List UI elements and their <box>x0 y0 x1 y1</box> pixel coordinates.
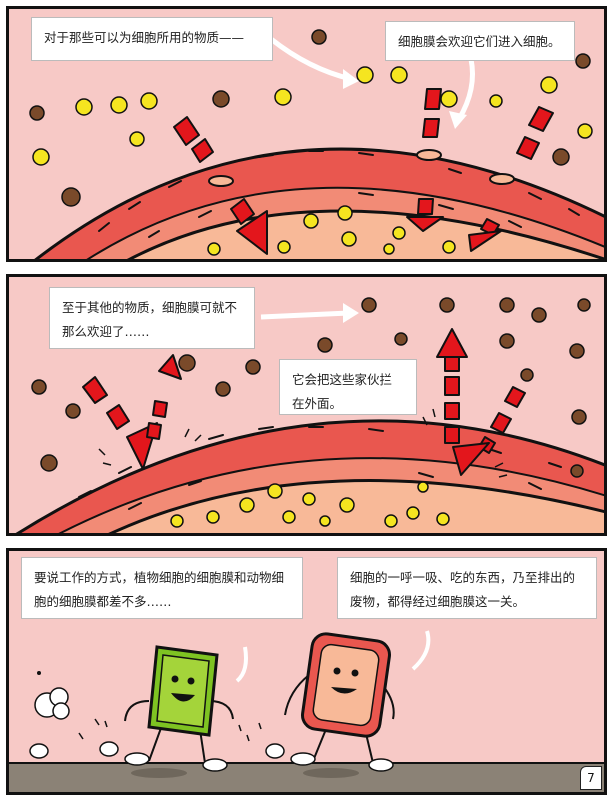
walking-cells-scene <box>9 630 604 792</box>
caption-text: 对于那些可以为细胞所用的物质—— <box>44 30 245 45</box>
caption-box-4: 它会把这些家伙拦在外面。 <box>279 359 417 415</box>
brown-particles <box>31 297 591 478</box>
caption-text: 细胞膜会欢迎它们进入细胞。 <box>398 34 561 49</box>
membrane-scene-welcome <box>29 29 604 259</box>
panel-reject: 至于其他的物质，细胞膜可就不那么欢迎了…… 它会把这些家伙拦在外面。 <box>6 274 607 536</box>
caption-box-2: 细胞膜会欢迎它们进入细胞。 <box>385 21 575 61</box>
caption-text: 细胞的一呼一吸、吃的东西，乃至排出的废物，都得经过细胞膜这一关。 <box>350 570 576 609</box>
bounce-arrows <box>82 328 526 476</box>
panel-welcome: 对于那些可以为细胞所用的物质—— 细胞膜会欢迎它们进入细胞。 <box>6 6 607 262</box>
caption-box-1: 对于那些可以为细胞所用的物质—— <box>31 17 273 61</box>
yellow-particles <box>170 481 450 528</box>
plant-cell-character <box>124 645 234 772</box>
ground <box>9 763 604 792</box>
animal-cell-character <box>284 632 395 772</box>
caption-text: 要说工作的方式，植物细胞的细胞膜和动物细胞的细胞膜都差不多…… <box>34 570 285 609</box>
caption-box-5: 要说工作的方式，植物细胞的细胞膜和动物细胞的细胞膜都差不多…… <box>21 557 303 619</box>
membrane-scene-reject <box>15 297 604 533</box>
caption-text: 至于其他的物质，细胞膜可就不那么欢迎了…… <box>62 300 238 339</box>
caption-box-6: 细胞的一呼一吸、吃的东西，乃至排出的废物，都得经过细胞膜这一关。 <box>337 557 597 619</box>
cell-interior <box>108 479 604 533</box>
brown-particles <box>29 29 591 207</box>
entry-arrows <box>173 88 554 255</box>
page-number: 7 <box>580 766 602 790</box>
panel-characters: 要说工作的方式，植物细胞的细胞膜和动物细胞的细胞膜都差不多…… 细胞的一呼一吸、… <box>6 548 607 795</box>
dust-cloud <box>34 671 70 720</box>
yellow-particles <box>32 66 593 256</box>
caption-box-3: 至于其他的物质，细胞膜可就不那么欢迎了…… <box>49 287 255 349</box>
caption-text: 它会把这些家伙拦在外面。 <box>292 372 393 411</box>
